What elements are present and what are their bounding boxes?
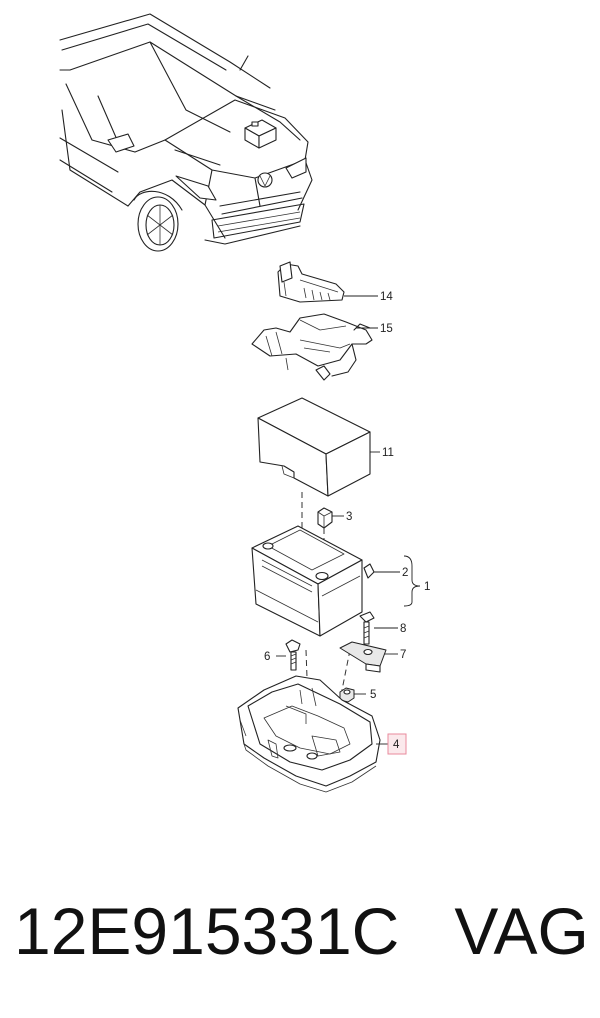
part-14-fuse-holder bbox=[277, 261, 378, 303]
callout-3: 3 bbox=[346, 511, 352, 523]
part-3-terminal-cap bbox=[317, 507, 344, 566]
part-4-battery-tray bbox=[237, 675, 388, 793]
part-15-bracket bbox=[251, 313, 378, 381]
caption-gap bbox=[399, 894, 454, 968]
part-number-caption: 12E915331C VAG bbox=[14, 898, 594, 964]
part-5-nut bbox=[339, 687, 366, 703]
part-11-battery-cover bbox=[257, 397, 380, 497]
part-7-clamp bbox=[339, 641, 398, 673]
callout-4: 4 bbox=[393, 739, 400, 751]
brand-name: VAG bbox=[454, 894, 589, 968]
callout-1: 1 bbox=[424, 581, 430, 593]
callout-8: 8 bbox=[400, 623, 406, 635]
part-1-battery bbox=[251, 525, 421, 637]
callout-2: 2 bbox=[402, 567, 408, 579]
callout-11: 11 bbox=[382, 447, 394, 459]
part-6-screw bbox=[276, 639, 301, 671]
callout-15: 15 bbox=[380, 323, 393, 335]
exploded-parts-diagram: 14 15 11 3 2 1 8 7 6 5 4 bbox=[59, 13, 430, 793]
callout-7: 7 bbox=[400, 649, 406, 661]
callout-14: 14 bbox=[380, 291, 393, 303]
part-number: 12E915331C bbox=[14, 894, 400, 968]
part-8-bolt bbox=[359, 611, 398, 645]
car-illustration bbox=[59, 13, 313, 252]
callout-4-highlight bbox=[387, 733, 407, 755]
callout-6: 6 bbox=[264, 651, 270, 663]
callout-5: 5 bbox=[370, 689, 376, 701]
